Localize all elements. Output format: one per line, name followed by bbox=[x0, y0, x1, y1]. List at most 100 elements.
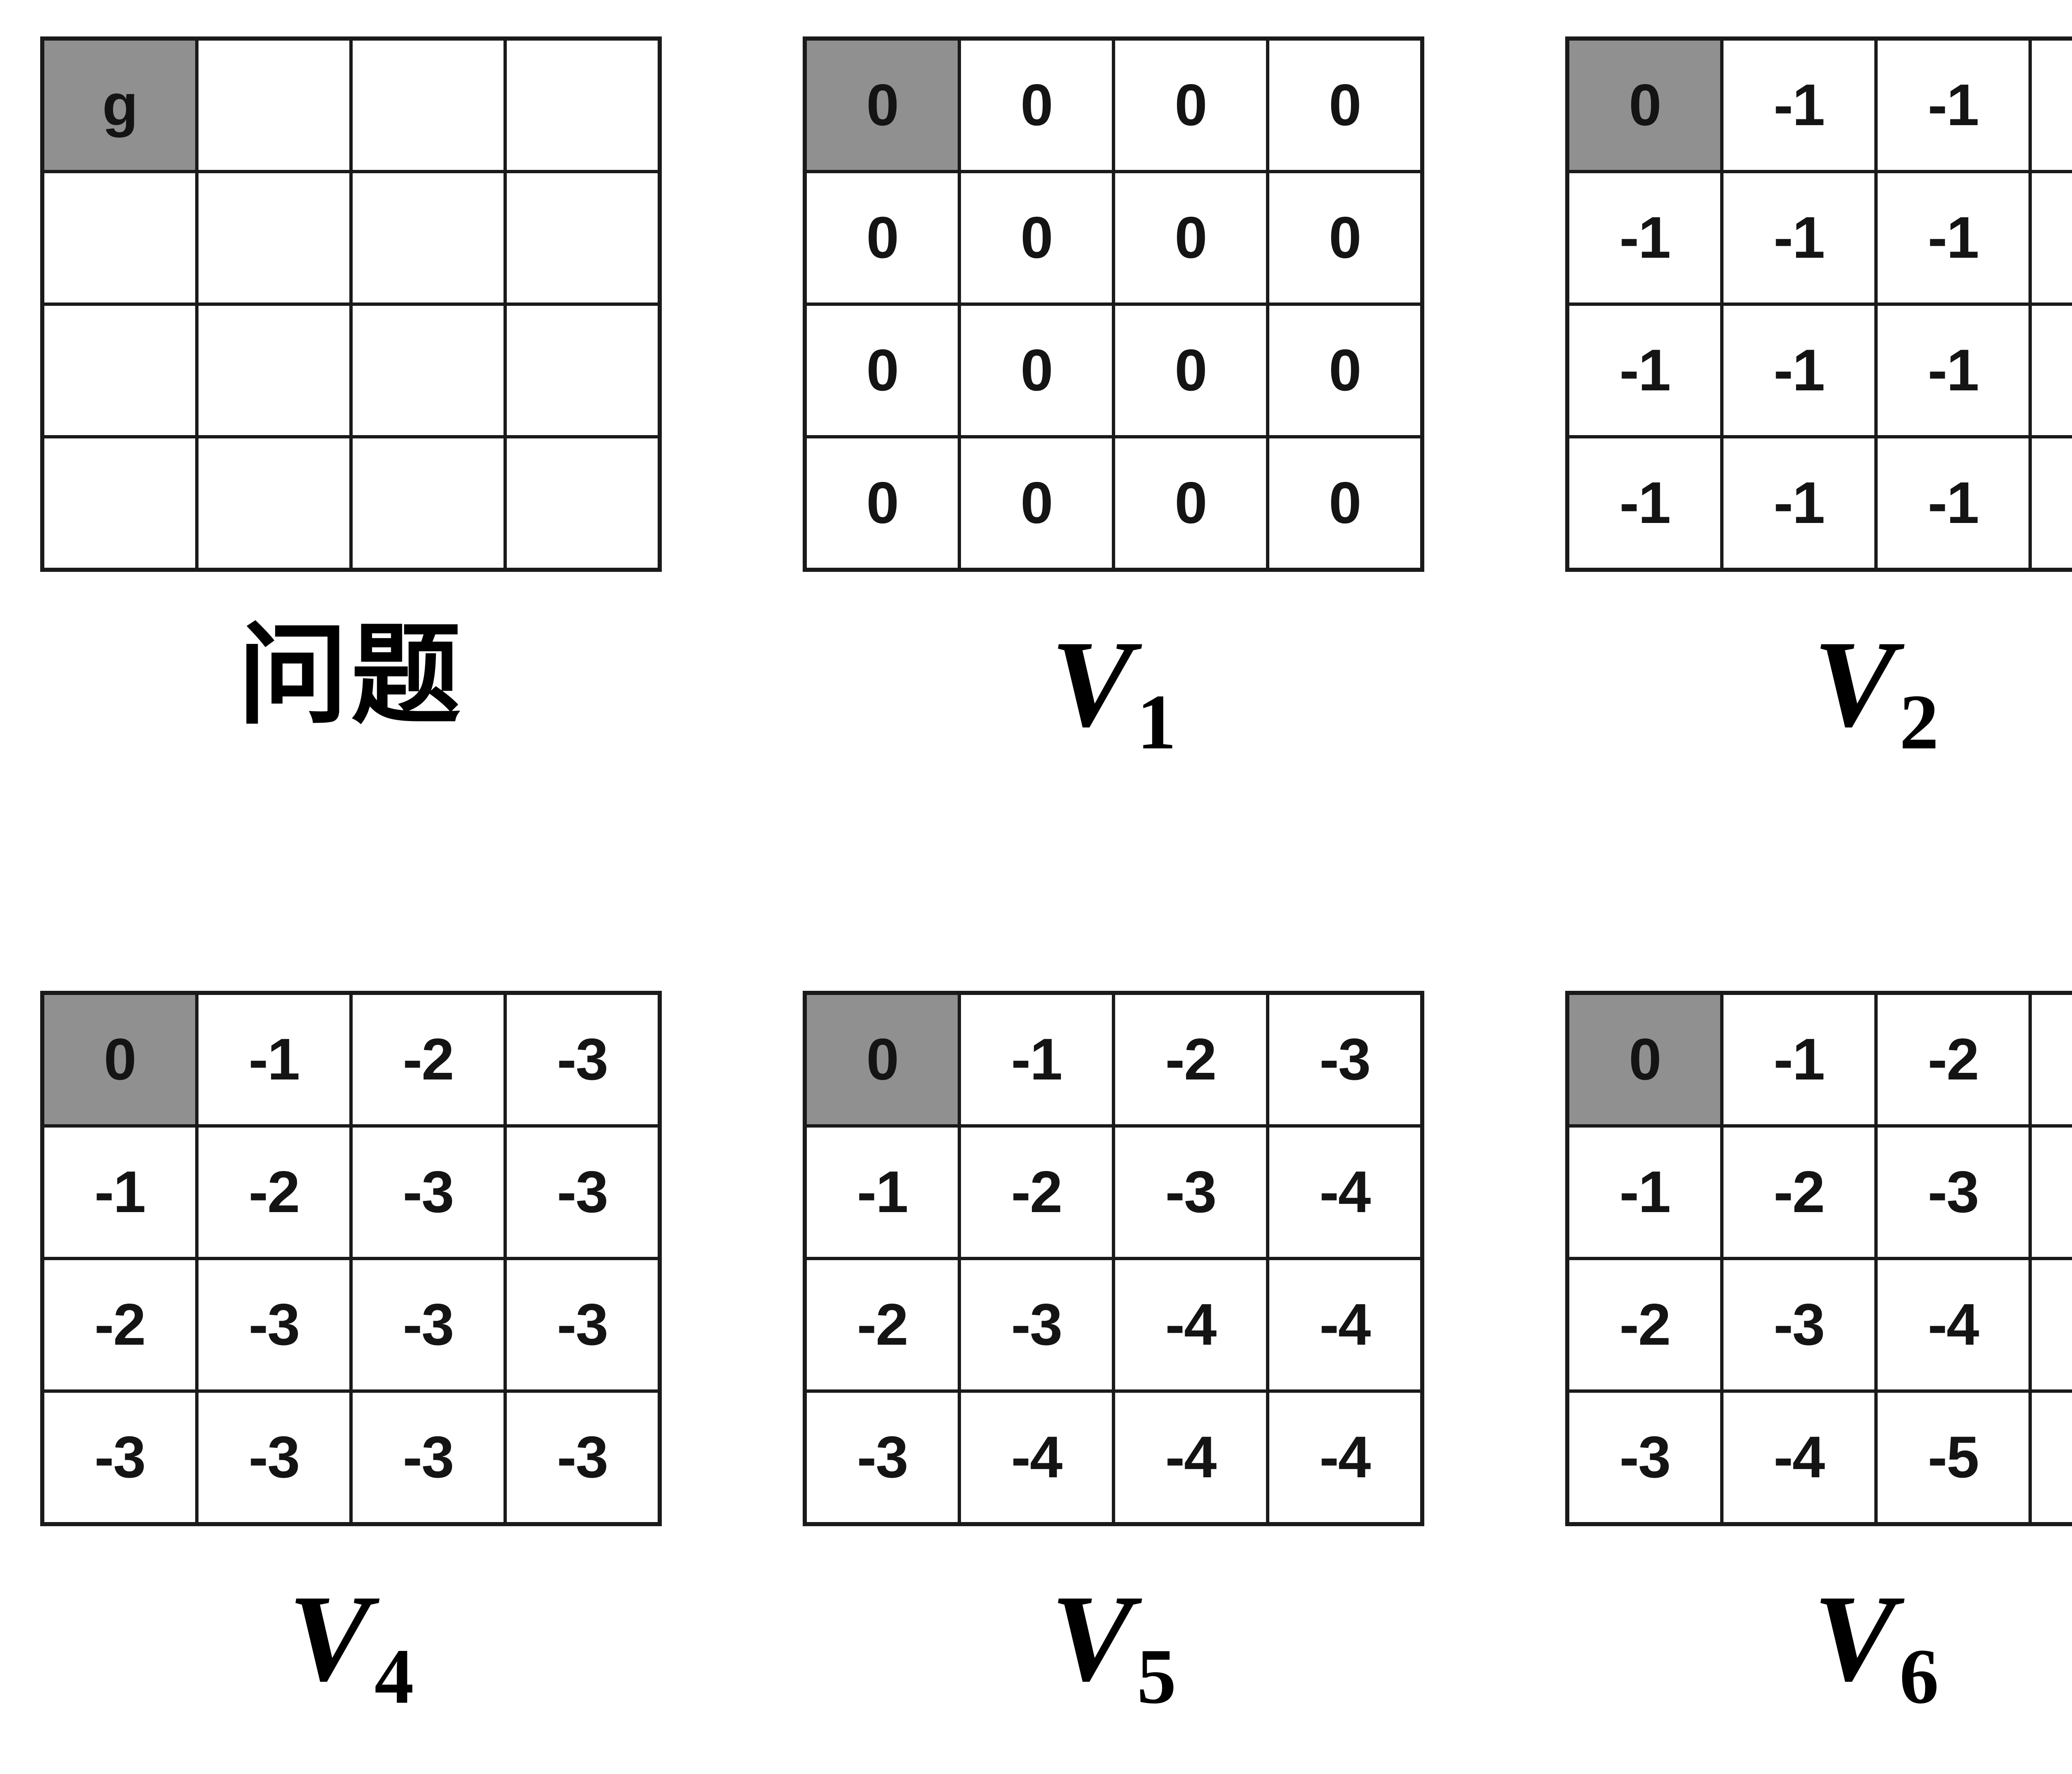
cell-v4-r1c1: -2 bbox=[198, 1128, 349, 1257]
cell-v4-r1c3: -3 bbox=[507, 1128, 658, 1257]
cell-v1-r2c3: 0 bbox=[1269, 306, 1420, 435]
grid-label-v2-base: V bbox=[1813, 615, 1896, 753]
grid-label-v1-base: V bbox=[1051, 615, 1134, 753]
cell-v5-r0c3: -3 bbox=[1269, 995, 1420, 1124]
cell-v4-r0c2: -2 bbox=[353, 995, 503, 1124]
grid-problem: g bbox=[40, 36, 662, 572]
cell-v6-r3c1: -4 bbox=[1723, 1393, 1874, 1522]
cell-v6-r0c0: 0 bbox=[1569, 995, 1720, 1124]
cell-v5-r2c2: -4 bbox=[1115, 1260, 1266, 1389]
cell-v5-r3c1: -4 bbox=[961, 1393, 1112, 1522]
cell-v6-r3c3: -5 bbox=[2032, 1393, 2072, 1522]
grid-figure-problem: g 问题 bbox=[40, 36, 662, 762]
cell-problem-r3c3 bbox=[507, 438, 658, 568]
cell-v6-r3c2: -5 bbox=[1878, 1393, 2028, 1522]
cell-v5-r0c0: 0 bbox=[807, 995, 958, 1124]
cell-v4-r0c1: -1 bbox=[198, 995, 349, 1124]
cell-v6-r3c0: -3 bbox=[1569, 1393, 1720, 1522]
cell-v1-r0c0: 0 bbox=[807, 41, 958, 170]
grid-label-v4: V4 bbox=[288, 1576, 414, 1716]
cell-v2-r1c2: -1 bbox=[1878, 173, 2028, 303]
cell-v2-r3c2: -1 bbox=[1878, 438, 2028, 568]
grid-label-v2: V2 bbox=[1813, 622, 1939, 762]
grid-label-v4-subscript: 4 bbox=[374, 1633, 414, 1720]
cell-v5-r1c1: -2 bbox=[961, 1128, 1112, 1257]
grid-row-bottom: 0-1-2-3-1-2-3-3-2-3-3-3-3-3-3-3 V4 0-1-2… bbox=[40, 991, 2072, 1716]
cell-problem-r0c0: g bbox=[44, 41, 195, 170]
cell-v4-r0c0: 0 bbox=[44, 995, 195, 1124]
grid-figure-v2: 0-1-1-1-1-1-1-1-1-1-1-1-1-1-1-1 V2 bbox=[1565, 36, 2072, 762]
cell-v6-r1c2: -3 bbox=[1878, 1128, 2028, 1257]
cell-v6-r0c3: -3 bbox=[2032, 995, 2072, 1124]
cell-v4-r3c3: -3 bbox=[507, 1393, 658, 1522]
cell-problem-r0c2 bbox=[353, 41, 503, 170]
grid-label-v5: V5 bbox=[1051, 1576, 1176, 1716]
cell-v2-r3c3: -1 bbox=[2032, 438, 2072, 568]
grid-label-v1: V1 bbox=[1051, 622, 1176, 762]
cell-v5-r1c2: -3 bbox=[1115, 1128, 1266, 1257]
cell-v1-r3c2: 0 bbox=[1115, 438, 1266, 568]
cell-v1-r0c2: 0 bbox=[1115, 41, 1266, 170]
grid-label-v4-base: V bbox=[288, 1569, 371, 1707]
cell-v5-r0c2: -2 bbox=[1115, 995, 1266, 1124]
cell-v5-r3c2: -4 bbox=[1115, 1393, 1266, 1522]
cell-v2-r1c0: -1 bbox=[1569, 173, 1720, 303]
cell-v4-r3c0: -3 bbox=[44, 1393, 195, 1522]
grid-figure-v5: 0-1-2-3-1-2-3-4-2-3-4-4-3-4-4-4 V5 bbox=[803, 991, 1424, 1716]
cell-v2-r3c1: -1 bbox=[1723, 438, 1874, 568]
cell-v4-r1c2: -3 bbox=[353, 1128, 503, 1257]
cell-v6-r1c1: -2 bbox=[1723, 1128, 1874, 1257]
cell-v1-r1c3: 0 bbox=[1269, 173, 1420, 303]
cell-v6-r0c1: -1 bbox=[1723, 995, 1874, 1124]
cell-v5-r1c0: -1 bbox=[807, 1128, 958, 1257]
grid-v2: 0-1-1-1-1-1-1-1-1-1-1-1-1-1-1-1 bbox=[1565, 36, 2072, 572]
cell-problem-r3c0 bbox=[44, 438, 195, 568]
grid-label-v5-base: V bbox=[1051, 1569, 1134, 1707]
cell-v4-r0c3: -3 bbox=[507, 995, 658, 1124]
cell-v6-r1c0: -1 bbox=[1569, 1128, 1720, 1257]
cell-problem-r2c0 bbox=[44, 306, 195, 435]
cell-problem-r2c1 bbox=[198, 306, 349, 435]
cell-problem-r0c1 bbox=[198, 41, 349, 170]
cell-v5-r3c3: -4 bbox=[1269, 1393, 1420, 1522]
cell-v1-r2c1: 0 bbox=[961, 306, 1112, 435]
cell-problem-r3c1 bbox=[198, 438, 349, 568]
cell-v6-r2c3: -5 bbox=[2032, 1260, 2072, 1389]
cell-problem-r1c2 bbox=[353, 173, 503, 303]
cell-v2-r1c3: -1 bbox=[2032, 173, 2072, 303]
cell-v5-r2c0: -2 bbox=[807, 1260, 958, 1389]
cell-v1-r1c1: 0 bbox=[961, 173, 1112, 303]
grid-v4: 0-1-2-3-1-2-3-3-2-3-3-3-3-3-3-3 bbox=[40, 991, 662, 1526]
grid-label-v6: V6 bbox=[1813, 1576, 1939, 1716]
cell-v6-r2c1: -3 bbox=[1723, 1260, 1874, 1389]
cell-v1-r3c3: 0 bbox=[1269, 438, 1420, 568]
grid-label-v1-subscript: 1 bbox=[1137, 679, 1176, 766]
cell-v1-r0c3: 0 bbox=[1269, 41, 1420, 170]
grid-label-v6-subscript: 6 bbox=[1899, 1633, 1939, 1720]
cell-problem-r0c3 bbox=[507, 41, 658, 170]
grid-v5: 0-1-2-3-1-2-3-4-2-3-4-4-3-4-4-4 bbox=[803, 991, 1424, 1526]
cell-problem-r2c3 bbox=[507, 306, 658, 435]
cell-v4-r2c3: -3 bbox=[507, 1260, 658, 1389]
grid-figure-v6: 0-1-2-3-1-2-3-4-2-3-4-5-3-4-5-5 V6 bbox=[1565, 991, 2072, 1716]
cell-problem-r1c0 bbox=[44, 173, 195, 303]
cell-problem-r2c2 bbox=[353, 306, 503, 435]
cell-v2-r2c3: -1 bbox=[2032, 306, 2072, 435]
cell-v2-r3c0: -1 bbox=[1569, 438, 1720, 568]
cell-v1-r3c1: 0 bbox=[961, 438, 1112, 568]
cell-v5-r1c3: -4 bbox=[1269, 1128, 1420, 1257]
cell-v1-r0c1: 0 bbox=[961, 41, 1112, 170]
cell-v6-r2c2: -4 bbox=[1878, 1260, 2028, 1389]
cell-v1-r3c0: 0 bbox=[807, 438, 958, 568]
cell-problem-r1c3 bbox=[507, 173, 658, 303]
cell-v2-r0c3: -1 bbox=[2032, 41, 2072, 170]
cell-v4-r2c1: -3 bbox=[198, 1260, 349, 1389]
cell-v2-r2c2: -1 bbox=[1878, 306, 2028, 435]
grid-label-v6-base: V bbox=[1813, 1569, 1896, 1707]
cell-v4-r1c0: -1 bbox=[44, 1128, 195, 1257]
cell-v1-r1c0: 0 bbox=[807, 173, 958, 303]
cell-v2-r2c0: -1 bbox=[1569, 306, 1720, 435]
